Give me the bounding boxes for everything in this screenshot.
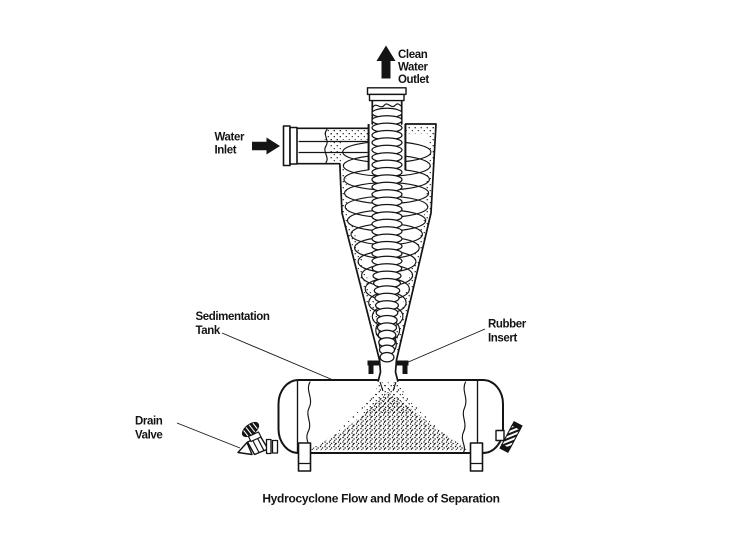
inlet-pipe-flange [282,125,298,167]
rubber-insert-leader-line [405,328,486,364]
label-line: Water [215,132,245,144]
label-drain-valve: Drain Valve [135,416,163,442]
label-line: Sedimentation [196,311,270,323]
valve-handwheel [241,421,260,438]
label-rubber-insert: Rubber Insert [488,319,527,345]
label-line: Inlet [215,145,237,157]
label-line: Outlet [398,74,429,86]
outlet-flange [366,87,407,96]
tank-outlet-fitting [495,420,523,454]
left-wall-shading [338,164,386,352]
body-left-wall [296,162,382,382]
label-line: Rubber [488,319,527,331]
water-inlet-arrow-icon [252,137,280,155]
valve-flange [271,439,279,454]
label-line: Water [398,62,428,74]
separated-solids [306,382,471,451]
drain-valve-leader-line [176,422,241,449]
tank-leg-right [469,442,484,472]
valve-bonnet [247,431,262,443]
rubber-insert [367,360,409,374]
sedimentation-tank-leader-line [221,332,334,381]
hydrocyclone-body [296,87,437,392]
spray-edge [379,381,384,392]
clean-water-outlet-arrow-icon [376,45,396,79]
label-line: Valve [135,430,162,442]
sediment-mound [306,392,471,451]
right-wall-shading [393,126,436,352]
label-water-inlet: Water Inlet [215,132,246,157]
label-line: Tank [196,325,221,337]
label-line: Insert [488,333,517,345]
vortex-spiral [371,107,403,363]
water-surface-line [372,103,403,108]
valve-flange [265,438,272,455]
label-line: Clean [398,49,428,61]
valve-spout [237,441,253,456]
inlet-break-line [324,128,328,164]
body-right-wall [394,123,437,382]
tank-leg-left [297,442,312,472]
drain-valve [237,421,279,456]
figure-caption: Hydrocyclone Flow and Mode of Separation [262,492,499,506]
tank-right-break-line [461,381,467,454]
label-sedimentation-tank: Sedimentation Tank [196,311,271,337]
spray-edge [392,381,397,392]
label-clean-water-outlet: Clean Water Outlet [398,49,430,86]
outlet-flange [368,93,405,102]
label-line: Drain [135,416,163,428]
